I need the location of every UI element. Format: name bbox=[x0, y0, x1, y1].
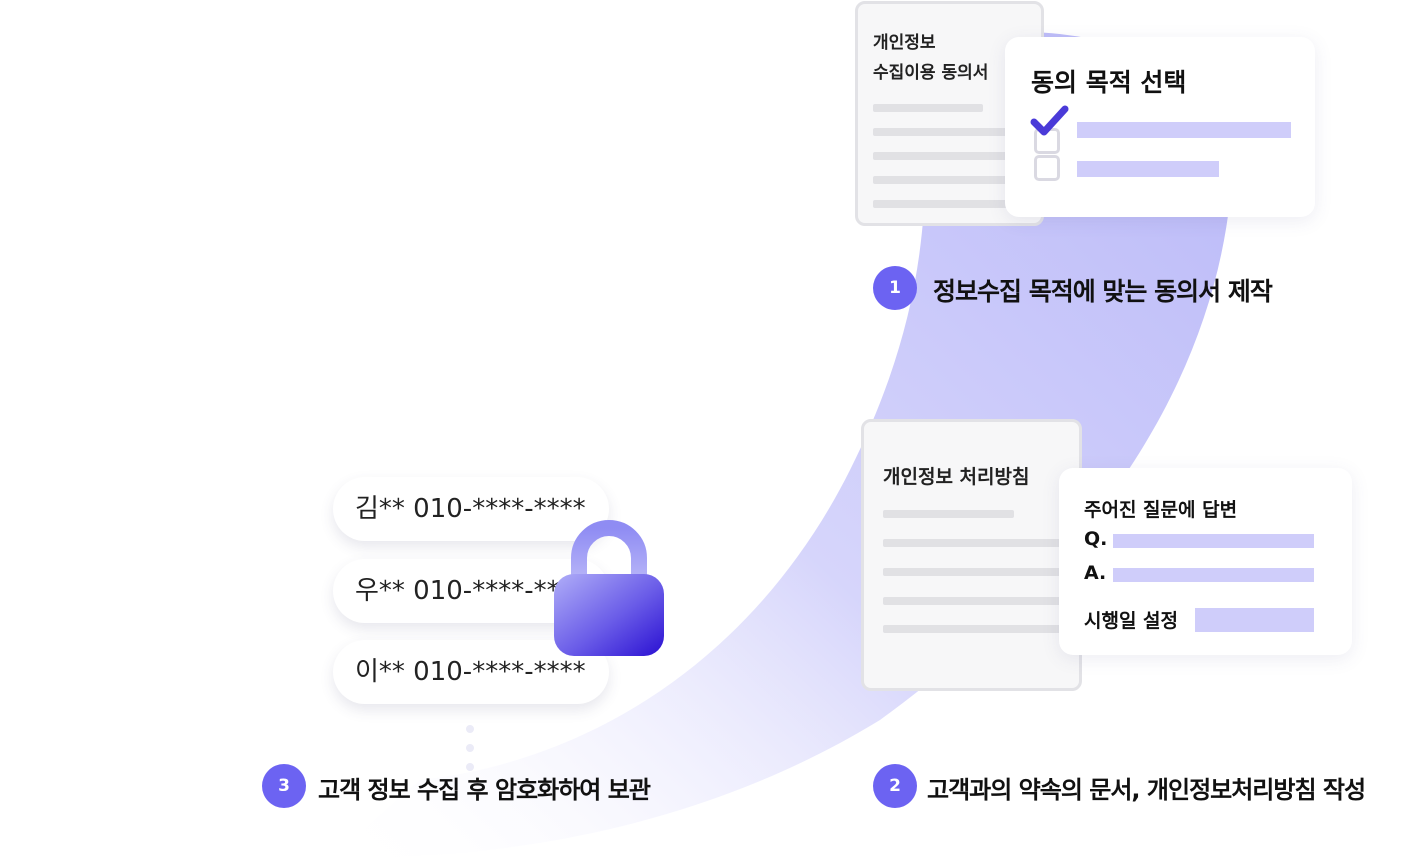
purpose-card-title: 동의 목적 선택 bbox=[1031, 68, 1187, 97]
purpose-option-bar bbox=[1077, 122, 1291, 138]
qa-card-title: 주어진 질문에 답변 bbox=[1084, 499, 1238, 521]
connector-dot bbox=[466, 744, 474, 752]
text-line bbox=[883, 625, 1063, 633]
step-1-label: 정보수집 목적에 맞는 동의서 제작 bbox=[933, 277, 1273, 306]
connector-dot bbox=[466, 763, 474, 771]
text-line bbox=[873, 152, 1023, 160]
text-line bbox=[873, 176, 1023, 184]
text-line bbox=[873, 104, 983, 112]
purpose-checkbox-unchecked[interactable] bbox=[1034, 155, 1060, 181]
effective-date-bar bbox=[1195, 608, 1314, 632]
text-line bbox=[873, 200, 1023, 208]
connector-dot bbox=[466, 725, 474, 733]
step-3-badge: 3 bbox=[262, 764, 306, 808]
consent-document-title-line1: 개인정보 bbox=[873, 33, 936, 53]
check-icon bbox=[1030, 105, 1069, 136]
text-line bbox=[883, 597, 1063, 605]
question-label: Q. bbox=[1084, 528, 1108, 550]
purpose-select-card: 동의 목적 선택 bbox=[1005, 37, 1315, 217]
question-bar bbox=[1113, 534, 1314, 548]
qa-card: 주어진 질문에 답변 Q. A. 시행일 설정 bbox=[1059, 468, 1352, 655]
consent-document-title-line2: 수집이용 동의서 bbox=[873, 63, 989, 83]
text-line bbox=[883, 539, 1063, 547]
masked-record-item: 김** 010-****-**** bbox=[333, 477, 609, 541]
privacy-policy-document: 개인정보 처리방침 bbox=[861, 419, 1082, 691]
step-1-badge: 1 bbox=[873, 266, 917, 310]
lock-icon bbox=[554, 520, 664, 656]
policy-document-title: 개인정보 처리방침 bbox=[883, 466, 1030, 488]
answer-bar bbox=[1113, 568, 1314, 582]
step-2-label: 고객과의 약속의 문서, 개인정보처리방침 작성 bbox=[927, 776, 1366, 804]
text-line bbox=[883, 568, 1063, 576]
effective-date-label: 시행일 설정 bbox=[1084, 610, 1179, 632]
text-line bbox=[873, 128, 1023, 136]
text-line bbox=[883, 510, 1014, 518]
answer-label: A. bbox=[1084, 562, 1107, 584]
step-3-label: 고객 정보 수집 후 암호화하여 보관 bbox=[318, 776, 651, 804]
masked-record-item: 이** 010-****-**** bbox=[333, 640, 609, 704]
step-2-badge: 2 bbox=[873, 764, 917, 808]
purpose-option-bar bbox=[1077, 161, 1219, 177]
